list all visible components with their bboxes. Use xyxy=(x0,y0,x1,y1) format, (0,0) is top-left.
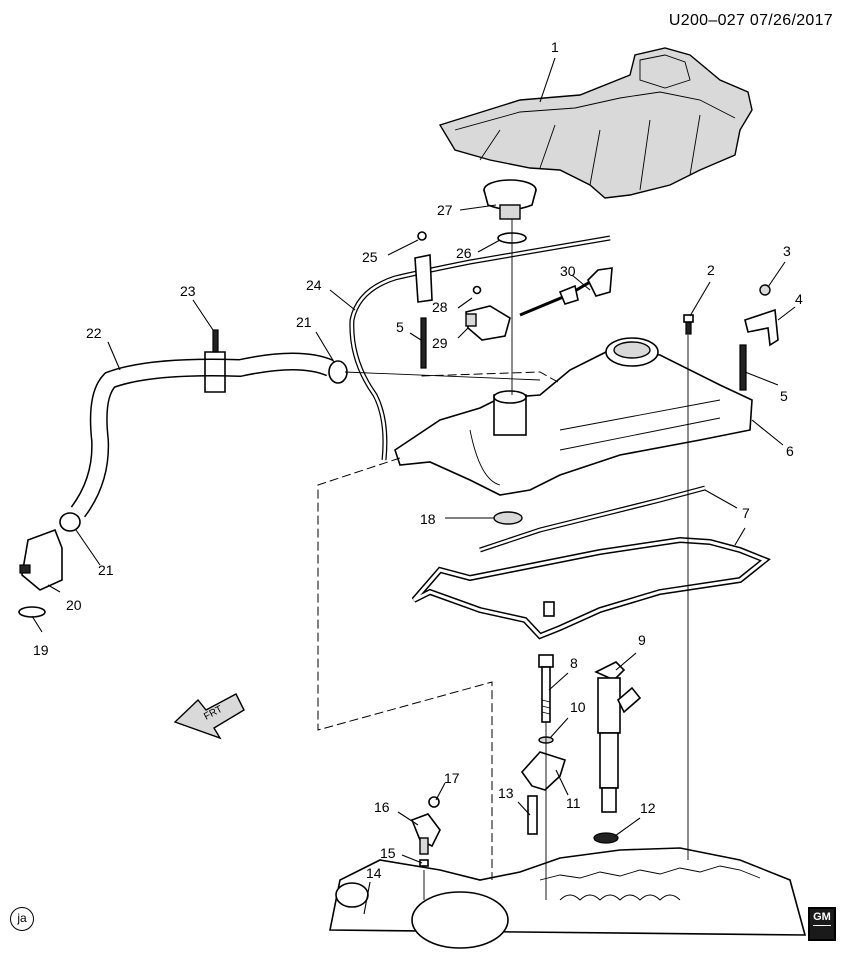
callout-21b: 21 xyxy=(98,562,114,578)
part-cover-gasket-lower[interactable] xyxy=(411,536,771,640)
callout-11: 11 xyxy=(566,795,581,811)
part-bracket-bolt[interactable] xyxy=(417,231,427,241)
callout-9: 9 xyxy=(638,632,646,648)
part-stud-right[interactable] xyxy=(739,344,747,391)
callout-24: 24 xyxy=(306,277,322,293)
illustrator-badge: ja xyxy=(10,907,34,931)
part-nut[interactable] xyxy=(759,284,771,296)
callout-4: 4 xyxy=(795,291,803,307)
part-injector-seal[interactable] xyxy=(593,832,619,844)
part-injector-bolt[interactable] xyxy=(538,654,554,723)
gm-logo-text: GM xyxy=(813,911,831,923)
callout-28: 28 xyxy=(432,299,448,315)
leader-lines xyxy=(31,57,796,915)
part-fuel-injector[interactable] xyxy=(594,661,642,813)
part-cover-gasket-upper[interactable] xyxy=(479,485,706,553)
part-hose-clamp-upper[interactable] xyxy=(328,360,348,384)
callout-7: 7 xyxy=(742,505,750,521)
callout-18: 18 xyxy=(420,511,436,527)
part-hose-clamp-lower[interactable] xyxy=(59,512,81,532)
alignment-line-hose xyxy=(344,371,541,381)
callout-15: 15 xyxy=(380,845,396,861)
part-bracket[interactable] xyxy=(744,308,779,347)
part-camshaft-sensor[interactable] xyxy=(410,813,441,855)
callout-16: 16 xyxy=(374,799,390,815)
part-oil-fill-cap[interactable] xyxy=(483,179,537,220)
part-cylinder-head xyxy=(329,847,807,949)
front-direction-arrow xyxy=(173,693,245,740)
callout-22: 22 xyxy=(86,325,102,341)
part-sensor-seal[interactable] xyxy=(419,859,429,867)
callout-20: 20 xyxy=(66,597,82,613)
callout-8: 8 xyxy=(570,655,578,671)
part-tube-bracket[interactable] xyxy=(414,254,433,303)
part-outlet-housing[interactable] xyxy=(19,528,63,591)
callout-12: 12 xyxy=(640,800,656,816)
part-hose-clamp-bracket[interactable] xyxy=(204,329,226,393)
diagram-reference-code: U200–027 07/26/2017 xyxy=(668,12,833,29)
part-stud-left[interactable] xyxy=(420,317,427,369)
callout-26: 26 xyxy=(456,245,472,261)
callout-2: 2 xyxy=(707,262,715,278)
callout-29: 29 xyxy=(432,335,448,351)
part-stud-center[interactable] xyxy=(683,314,694,335)
callout-5a: 5 xyxy=(396,319,404,335)
part-camshaft-cover[interactable] xyxy=(394,337,753,496)
part-sensor-harness[interactable] xyxy=(519,267,613,317)
callout-14: 14 xyxy=(366,865,382,881)
part-engine-cover[interactable] xyxy=(438,47,753,199)
callout-23: 23 xyxy=(180,283,196,299)
part-dowel-pin[interactable] xyxy=(527,795,538,835)
callout-labels: 1 2 3 4 5 5 6 7 8 9 10 11 12 13 14 15 16… xyxy=(33,39,803,881)
callout-3: 3 xyxy=(783,243,791,259)
part-pressure-sensor[interactable] xyxy=(465,305,511,341)
callout-17: 17 xyxy=(444,770,460,786)
part-seal-ring[interactable] xyxy=(493,511,523,525)
part-sensor-bolt[interactable] xyxy=(472,285,482,295)
gm-logo-rule xyxy=(813,925,831,926)
part-sensor-bolt-17[interactable] xyxy=(428,796,440,808)
callout-19: 19 xyxy=(33,642,49,658)
callout-13: 13 xyxy=(498,785,514,801)
callout-25: 25 xyxy=(362,249,378,265)
callout-21a: 21 xyxy=(296,314,312,330)
callout-27: 27 xyxy=(437,202,453,218)
callout-10: 10 xyxy=(570,699,586,715)
gm-logo-badge: GM xyxy=(808,907,836,941)
part-injector-clamp[interactable] xyxy=(520,751,567,791)
callout-30: 30 xyxy=(560,263,576,279)
part-housing-seal[interactable] xyxy=(18,606,46,618)
part-coolant-hose[interactable] xyxy=(70,352,334,518)
callout-5b: 5 xyxy=(780,388,788,404)
callout-6: 6 xyxy=(786,443,794,459)
callout-1: 1 xyxy=(551,39,559,55)
alignment-line-left xyxy=(317,457,493,880)
alignment-line-injector xyxy=(419,371,559,383)
